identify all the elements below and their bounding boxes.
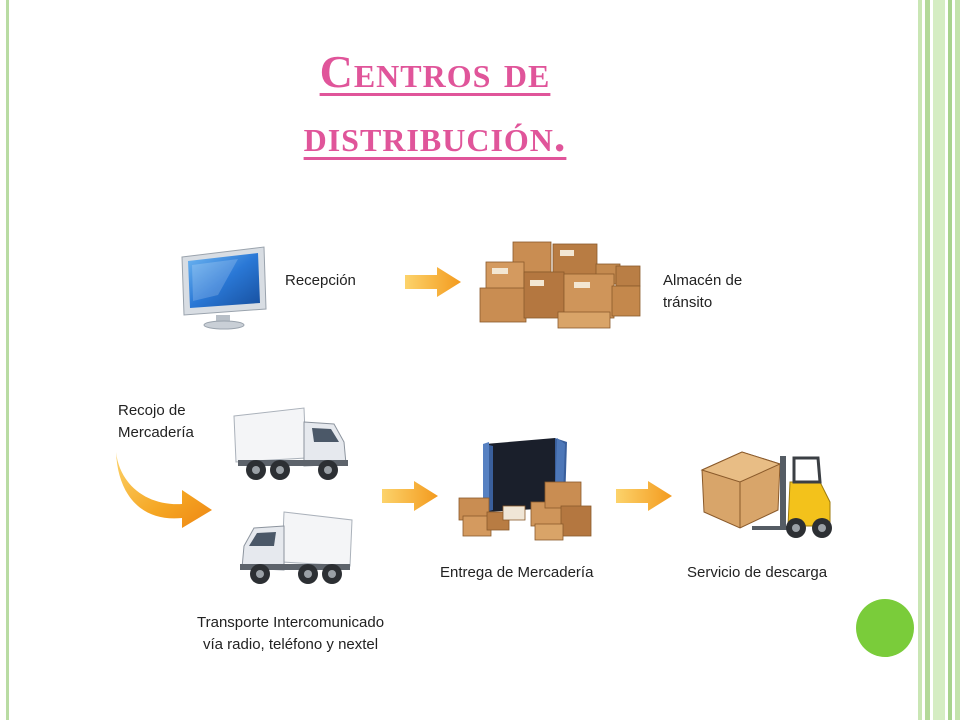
green-dot-decoration [856, 599, 914, 657]
container-icon [458, 438, 592, 541]
truck-icon [240, 511, 353, 584]
pickup-label-line-2: Mercadería [118, 424, 194, 441]
title-line-1: Centros de [319, 46, 551, 97]
transit-label-line-1: Almacén de [663, 272, 743, 289]
title-line-2: distribución. [303, 110, 567, 161]
pickup-label: Recojo de Mercadería [118, 400, 194, 444]
transport-label-line-1: Transporte Intercomunicado [197, 614, 385, 631]
monitor-icon [181, 246, 267, 330]
slide-title: Centros de distribución. [215, 40, 655, 168]
transport-label-line-2: vía radio, teléfono y nextel [203, 636, 379, 653]
transit-label-line-2: tránsito [663, 294, 713, 311]
reception-label: Recepción [285, 272, 356, 289]
boxes-icon [479, 241, 641, 329]
truck-icon [233, 407, 348, 480]
forklift-icon [700, 451, 832, 538]
right-arrow-icon [405, 267, 461, 297]
left-frame-line [6, 0, 9, 720]
pickup-label-line-1: Recojo de [118, 402, 186, 419]
curved-arrow-icon [116, 452, 212, 528]
unloading-label: Servicio de descarga [687, 564, 828, 581]
right-arrow-icon [382, 481, 438, 511]
transport-label: Transporte Intercomunicado vía radio, te… [197, 612, 384, 656]
right-arrow-icon [616, 481, 672, 511]
delivery-label: Entrega de Mercadería [440, 564, 594, 581]
transit-label: Almacén de tránsito [663, 270, 742, 314]
right-frame-stripes [918, 0, 960, 720]
